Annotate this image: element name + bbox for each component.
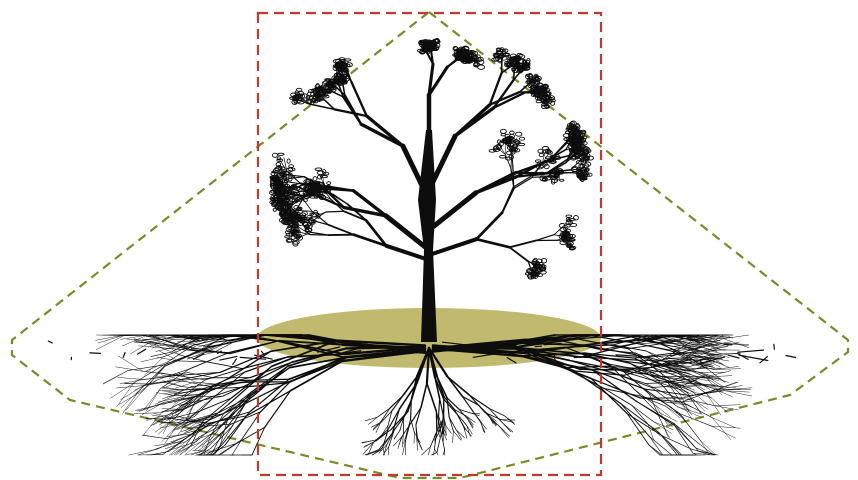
surface-roots: [48, 335, 795, 455]
